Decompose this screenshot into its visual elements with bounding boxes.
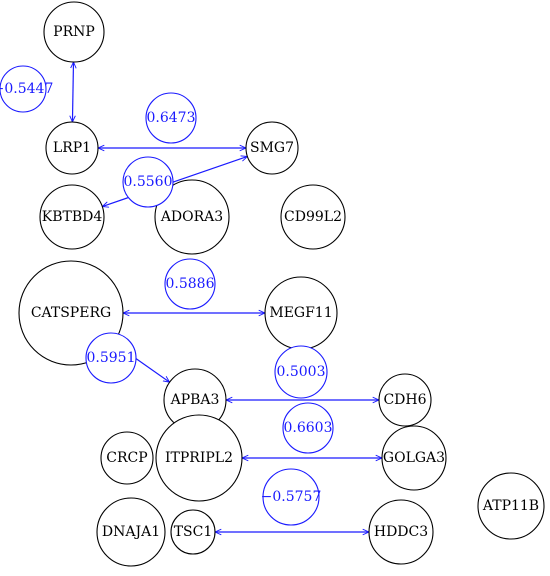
edge-weight-tsc1-hddc3: −0.5757 [261, 468, 322, 526]
node-circle [45, 121, 99, 175]
edge-weight-lrp1-smg7: 0.6473 [145, 92, 197, 144]
node-circle [43, 1, 105, 63]
edge-kbtbd4-smg7 [102, 156, 247, 206]
edge-weight-catsperg-apba3: 0.5951 [85, 332, 137, 384]
node-circle [245, 121, 299, 175]
edge-prnp-lrp1 [72, 62, 73, 122]
node-label: GOLGA3 [383, 450, 445, 466]
weight-label: 0.5003 [277, 364, 326, 380]
node-cdh6: CDH6 [378, 373, 432, 427]
weight-label: 0.5951 [87, 350, 136, 366]
node-megf11: MEGF11 [264, 276, 338, 350]
node-kbtbd4: KBTBD4 [39, 184, 105, 250]
edge-weight-apba3-cdh6: 0.5003 [274, 345, 328, 399]
edges-layer [72, 62, 382, 532]
node-label: HDDC3 [374, 524, 428, 540]
node-label: PRNP [53, 24, 95, 40]
node-cd99l2: CD99L2 [280, 184, 346, 250]
node-circle [155, 414, 243, 502]
node-tsc1: TSC1 [170, 509, 216, 555]
node-label: ATP11B [482, 498, 539, 514]
weights-layer: −0.5447 0.6473 0.5560 0.5886 0.5951 0.5003 0.6… [0, 65, 334, 526]
node-hddc3: HDDC3 [368, 499, 434, 565]
node-circle [170, 509, 216, 555]
node-circle [96, 497, 166, 567]
weight-label: 0.5886 [166, 276, 215, 292]
weight-circle [85, 332, 137, 384]
node-label: CATSPERG [31, 305, 111, 321]
edge-weight-prnp-lrp1: −0.5447 [0, 65, 53, 113]
weight-label: 0.6603 [284, 420, 333, 436]
node-label: ADORA3 [160, 209, 223, 225]
weight-label: 0.6473 [147, 110, 196, 126]
node-label: MEGF11 [269, 305, 332, 321]
weight-circle [282, 402, 334, 454]
node-circle [280, 184, 346, 250]
node-circle [368, 499, 434, 565]
weight-label: −0.5447 [0, 81, 53, 97]
node-label: CD99L2 [284, 209, 342, 225]
edge-weight-kbtbd4-smg7: 0.5560 [122, 156, 174, 208]
weight-circle [164, 258, 216, 310]
node-crcp: CRCP [100, 431, 154, 485]
weight-circle [122, 156, 174, 208]
node-circle [100, 431, 154, 485]
node-label: APBA3 [170, 392, 220, 408]
node-circle [381, 425, 447, 491]
weight-label: 0.5560 [124, 174, 173, 190]
node-label: LRP1 [53, 140, 91, 156]
node-adora3: ADORA3 [154, 179, 230, 255]
node-label: TSC1 [174, 524, 213, 540]
node-label: SMG7 [250, 140, 294, 156]
weight-circle [0, 65, 47, 113]
node-itpripl2: ITPRIPL2 [155, 414, 243, 502]
node-circle [39, 184, 105, 250]
node-circle [477, 472, 545, 540]
node-atp11b: ATP11B [477, 472, 545, 540]
weight-circle [262, 468, 320, 526]
node-prnp: PRNP [43, 1, 105, 63]
edge-weight-itpripl2-golga3: 0.6603 [282, 402, 334, 454]
node-apba3: APBA3 [163, 368, 227, 432]
node-dnaja1: DNAJA1 [96, 497, 166, 567]
node-label: CDH6 [383, 392, 426, 408]
edge-weight-catsperg-megf11: 0.5886 [164, 258, 216, 310]
node-smg7: SMG7 [245, 121, 299, 175]
weight-label: −0.5757 [261, 489, 322, 505]
node-label: ITPRIPL2 [165, 450, 233, 466]
node-circle [154, 179, 230, 255]
node-label: KBTBD4 [42, 209, 103, 225]
node-label: CRCP [106, 450, 147, 466]
node-circle [378, 373, 432, 427]
node-lrp1: LRP1 [45, 121, 99, 175]
node-label: DNAJA1 [102, 524, 160, 540]
weight-circle [145, 92, 197, 144]
node-golga3: GOLGA3 [381, 425, 447, 491]
weight-circle [274, 345, 328, 399]
